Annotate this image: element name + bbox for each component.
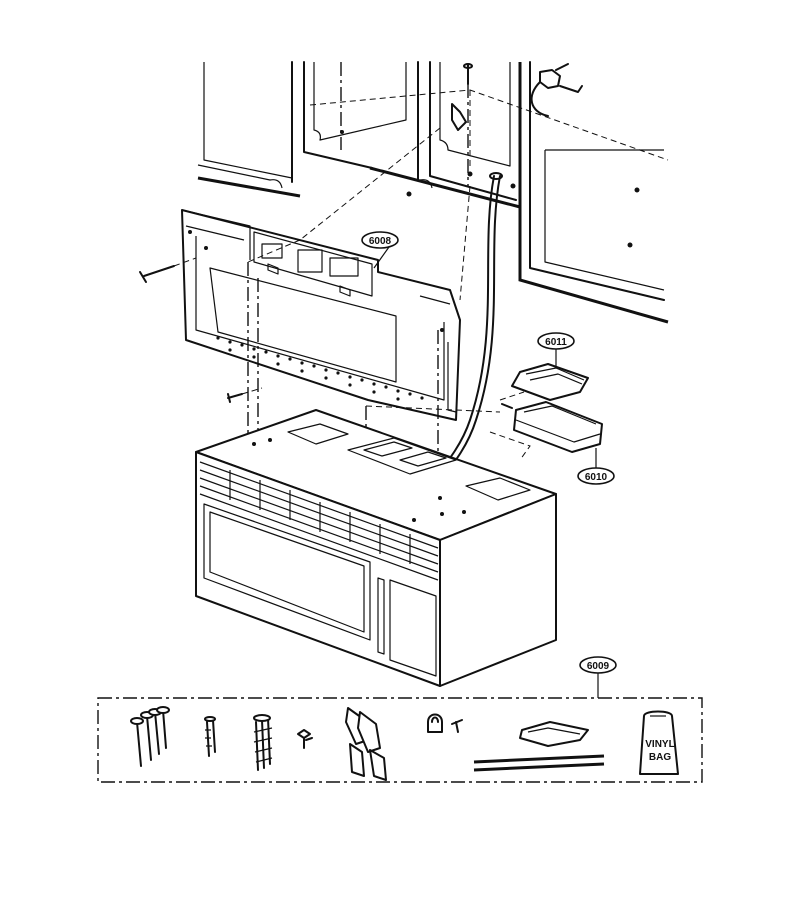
wood-screws xyxy=(204,716,216,757)
callout-6009-label: 6009 xyxy=(587,661,610,672)
callout-6008: 6008 xyxy=(361,231,399,249)
callout-6010-label: 6010 xyxy=(585,472,608,483)
callout-6010: 6010 xyxy=(577,467,615,485)
hardware-kit: VINYL BAG xyxy=(97,697,703,783)
toggle-bolts xyxy=(130,706,170,767)
wall-cabinets xyxy=(197,61,669,324)
exhaust-damper xyxy=(511,363,589,401)
wing-toggles xyxy=(345,707,387,781)
cord-clamp xyxy=(427,713,463,733)
vinyl-bag-label-line1: VINYL xyxy=(645,739,674,750)
vinyl-bag-label-line2: BAG xyxy=(649,752,671,763)
machine-screws xyxy=(253,714,273,771)
vent-slots xyxy=(229,470,411,564)
mounting-plate xyxy=(139,209,461,421)
small-screws xyxy=(297,729,313,749)
callout-6011-label: 6011 xyxy=(545,337,567,348)
duct-adapter xyxy=(501,401,603,453)
callout-6009: 6009 xyxy=(579,656,617,674)
callout-6008-label: 6008 xyxy=(369,236,392,247)
vinyl-bag: VINYL BAG xyxy=(639,710,679,775)
plate-holes xyxy=(188,230,444,401)
callout-6011: 6011 xyxy=(537,332,575,350)
microwave-oven xyxy=(195,409,557,687)
damper-strips xyxy=(473,721,605,772)
